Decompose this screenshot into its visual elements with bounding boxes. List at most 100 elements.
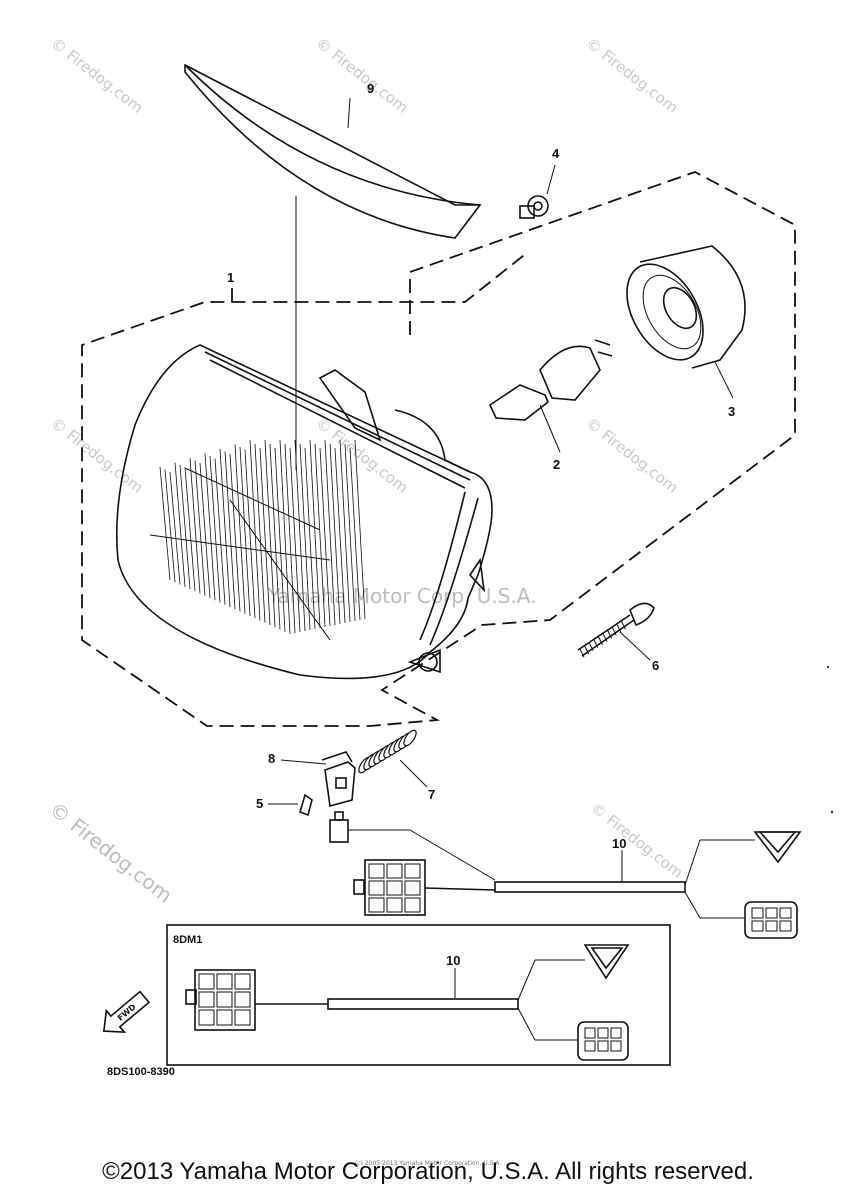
watermark-top-left: © Firedog.com: [48, 34, 147, 117]
hatch-line: [229, 453, 241, 612]
watermark-lower-center: © Firedog.com: [588, 799, 687, 882]
part-clip-5: [268, 793, 313, 817]
callout-leader-7: [399, 759, 428, 788]
connector-cell: [610, 1027, 622, 1039]
callout-4: 4: [552, 146, 560, 161]
callout-10-inset: 10: [446, 953, 460, 968]
watermark-mid-left: © Firedog.com: [48, 414, 147, 497]
harness-connector-grid: [368, 863, 421, 913]
tiny-copyright: (c) 2005-2013 Yamaha Motor Corporation, …: [354, 1160, 502, 1167]
hatch-line: [174, 462, 186, 587]
hatch-line: [349, 447, 361, 621]
hatch-line: [314, 443, 326, 628]
watermark-left-large: © Firedog.com: [45, 797, 177, 907]
screw-thread-marks: [579, 620, 626, 658]
hatch-line: [279, 439, 291, 635]
part-socket-stub: [329, 811, 349, 843]
hatch-line: [602, 633, 608, 642]
hatch-line: [229, 499, 331, 641]
connector-cell: [368, 863, 385, 879]
connector-cell: [234, 973, 251, 990]
hatch-line: [329, 443, 341, 625]
hatch-line: [588, 642, 594, 652]
hatch-line: [184, 467, 321, 531]
watermark-top-center: © Firedog.com: [313, 34, 412, 117]
hatch-line: [294, 439, 306, 632]
callout-9: 9: [367, 81, 374, 96]
hatch-line: [324, 439, 336, 626]
inset-label: 8DM1: [173, 934, 202, 946]
connector-cell: [404, 863, 421, 879]
variant-inset-box: 8DM1 10: [166, 924, 671, 1066]
connector-cell: [610, 1040, 622, 1052]
hatch-line: [319, 447, 331, 627]
hatch-line: [289, 447, 301, 633]
lens-hatch-pattern: [149, 439, 366, 641]
connector-cell: [751, 920, 764, 932]
connector-cell: [198, 973, 215, 990]
callout-3: 3: [728, 404, 735, 419]
hatch-line: [224, 451, 236, 610]
connector-cell: [779, 907, 792, 919]
connector-cell: [368, 880, 385, 896]
hatch-line: [234, 444, 246, 614]
inset-small-connector-grid: [584, 1027, 622, 1052]
hatch-line: [607, 630, 613, 639]
part-harness-10: [348, 829, 802, 939]
callout-10: 10: [612, 836, 626, 851]
hatch-line: [597, 636, 603, 645]
connector-cell: [198, 991, 215, 1008]
hatch-line: [164, 469, 176, 583]
callout-7: 7: [428, 787, 435, 802]
connector-cell: [368, 897, 385, 913]
connector-cell: [198, 1009, 215, 1026]
callout-1: 1: [227, 270, 234, 285]
headlight-body: [116, 344, 493, 680]
hatch-line: [284, 443, 296, 634]
connector-cell: [597, 1027, 609, 1039]
part-bulb-2: [488, 339, 613, 453]
hatch-line: [334, 447, 346, 624]
hatch-line: [199, 462, 211, 599]
callout-8: 8: [268, 751, 275, 766]
copyright-footer: ©2013 Yamaha Motor Corporation, U.S.A. A…: [102, 1158, 754, 1185]
part-nut-8: [280, 751, 356, 808]
hatch-line: [274, 447, 286, 632]
connector-cell: [234, 991, 251, 1008]
hatch-line: [611, 627, 617, 636]
part-adjust-screw-6: [577, 602, 655, 661]
forward-arrow-label: FWD: [116, 1002, 138, 1023]
hatch-line: [269, 443, 281, 630]
connector-cell: [386, 897, 403, 913]
hatch-line: [620, 620, 626, 630]
connector-cell: [751, 907, 764, 919]
hatch-line: [339, 439, 351, 623]
watermark-group: © Firedog.com © Firedog.com © Firedog.co…: [48, 34, 687, 882]
hatch-line: [593, 639, 599, 648]
hatch-line: [214, 458, 226, 605]
hatch-line: [249, 439, 261, 621]
hatch-line: [184, 467, 196, 592]
watermark-mid-right: © Firedog.com: [583, 414, 682, 497]
callout-6: 6: [652, 658, 659, 673]
hatch-line: [149, 534, 331, 561]
harness-small-connector-grid: [751, 907, 792, 932]
diagram-code: 8DS100-8390: [107, 1066, 175, 1078]
hatch-line: [244, 449, 256, 619]
connector-cell: [584, 1040, 596, 1052]
connector-cell: [216, 1009, 233, 1026]
connector-cell: [765, 907, 778, 919]
hatch-line: [254, 443, 266, 623]
watermark-center: Yamaha Motor Corp, U.S.A.: [267, 584, 536, 608]
hatch-line: [299, 443, 311, 631]
hatch-line: [264, 439, 276, 628]
hatch-line: [219, 448, 231, 608]
part-dust-cover-3: [626, 245, 746, 399]
connector-cell: [386, 863, 403, 879]
hatch-line: [204, 453, 216, 601]
hatch-line: [309, 439, 321, 629]
hatch-line: [584, 645, 590, 655]
forward-arrow-icon: FWD: [102, 990, 151, 1034]
connector-cell: [404, 880, 421, 896]
hatch-line: [304, 447, 316, 630]
